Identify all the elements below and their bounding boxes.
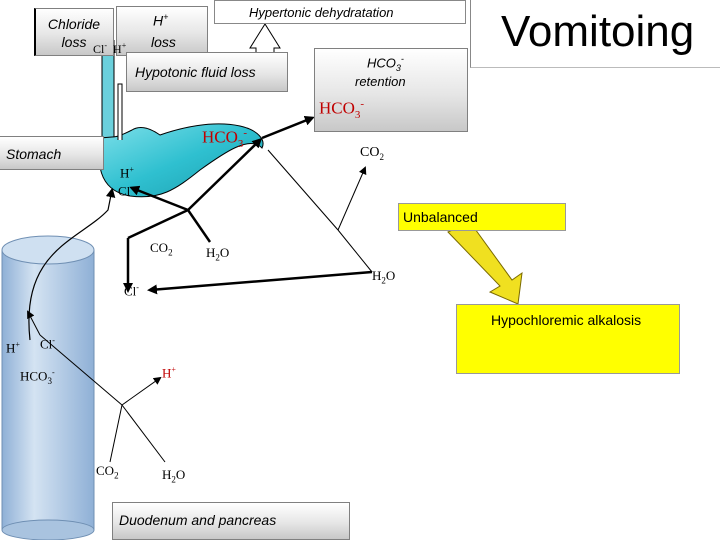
hco3-retention-box: HCO3- retention HCO3- [314, 48, 468, 132]
h2o-right-label: H2O [372, 268, 396, 286]
cl-to-stomach-curve [28, 187, 116, 341]
co2-right-label: CO2 [360, 145, 384, 162]
chloride-loss-label: Chloride loss [47, 16, 101, 50]
hco3-retention-hco: HCO [367, 55, 396, 71]
co2-mid-label: CO2 [150, 240, 173, 258]
hypotonic-label: Hypotonic fluid loss [135, 64, 256, 80]
cl-h-top-label: Cl-H+ [93, 41, 127, 56]
stomach-reaction-lines [123, 137, 263, 293]
hco3-blood-label: HCO3- [20, 368, 55, 386]
h-loss-h: H [153, 12, 164, 29]
vomitoing-title: Vomitoing [501, 7, 695, 56]
h-loss-word: loss [151, 34, 176, 50]
stomach-label: Stomach [6, 146, 62, 162]
esophagus-tube [101, 40, 115, 140]
hypochloremic-box: Hypochloremic alkalosis [456, 304, 680, 374]
unbalanced-label: Unbalanced [403, 209, 478, 225]
h-red-bottom-label: H+ [162, 365, 176, 381]
hypochloremic-label: Hypochloremic alkalosis [491, 312, 642, 328]
hco3-retention-word: retention [355, 74, 406, 89]
stomach-label-box: Stomach [0, 136, 104, 170]
title-box: Vomitoing [470, 0, 720, 68]
hypertonic-label: Hypertonic dehydratation [249, 5, 394, 20]
unbalanced-to-hypochloremic-arrow [447, 221, 523, 305]
cl-stomach-label: Cl- [118, 183, 133, 199]
blood-vessel-cylinder [1, 235, 95, 540]
h-stomach-label: H+ [120, 165, 134, 181]
h-loss-box: H+ loss [116, 6, 208, 56]
h2o-bottom-label: H2O [162, 467, 186, 485]
hco3-to-retention-arrow [261, 115, 315, 140]
duodenum-label: Duodenum and pancreas [119, 512, 277, 528]
h2o-mid-label: H2O [206, 245, 230, 263]
cl-blood-label: Cl- [40, 336, 55, 352]
unbalanced-box: Unbalanced [398, 203, 566, 231]
bottom-reaction-lines [27, 310, 166, 463]
co2-bottom-label: CO2 [96, 463, 119, 481]
hco3-red-stomach-label: HCO3- [202, 127, 248, 151]
cl-left-label: Cl- [124, 283, 139, 299]
right-reaction-lines [267, 149, 373, 273]
h-loss-sup: + [163, 12, 169, 22]
vomit-flow-line [117, 83, 123, 140]
h2o-to-cl-arrow [147, 270, 373, 295]
hypertonic-box: Hypertonic dehydratation [214, 0, 466, 24]
hypotonic-box: Hypotonic fluid loss [126, 52, 288, 92]
stomach-shape [98, 123, 264, 198]
hco3-red-top-label: HCO3- [319, 98, 365, 122]
duodenum-box: Duodenum and pancreas [112, 502, 350, 540]
h-blood-label: H+ [6, 340, 20, 356]
chloride-loss-box: Chloride loss [34, 8, 114, 56]
